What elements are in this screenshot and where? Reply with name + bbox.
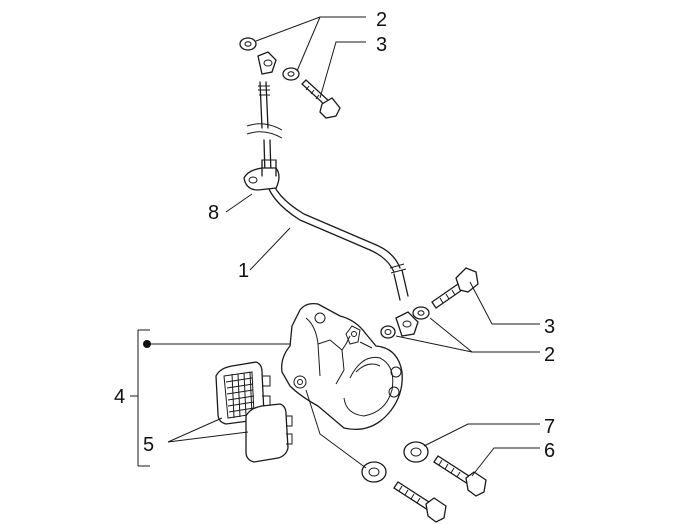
lower-banjo-fitting [395,311,419,337]
callout-3-mid: 3 [544,316,555,338]
caliper-bolt-right [433,455,487,497]
lower-washer-inner [380,325,396,339]
top-washer-1 [239,37,257,51]
lower-banjo-bolt [431,267,479,309]
callout-1: 1 [238,260,249,282]
leader-lines [130,16,540,477]
callout-7: 7 [544,416,555,438]
callout-8: 8 [208,202,219,224]
caliper-washer-right [403,441,429,463]
callout-2-mid: 2 [544,344,555,366]
brake-pad-rear [215,361,271,425]
callout-4: 4 [114,386,125,408]
caliper-washer-left [361,461,387,483]
brake-pad-front [245,403,293,463]
top-banjo-bolt [301,79,341,119]
callout-6: 6 [544,440,555,462]
assembly-marker-dot [143,340,151,348]
callout-5: 5 [143,434,154,456]
brake-caliper [281,302,403,431]
hose-clip [243,159,280,191]
caliper-bolt-left [393,481,447,523]
top-banjo-fitting [257,51,277,75]
callout-2-top: 2 [376,9,387,31]
callout-3-top: 3 [376,34,387,56]
top-washer-2 [282,67,300,81]
lower-washer-outer [412,306,430,320]
